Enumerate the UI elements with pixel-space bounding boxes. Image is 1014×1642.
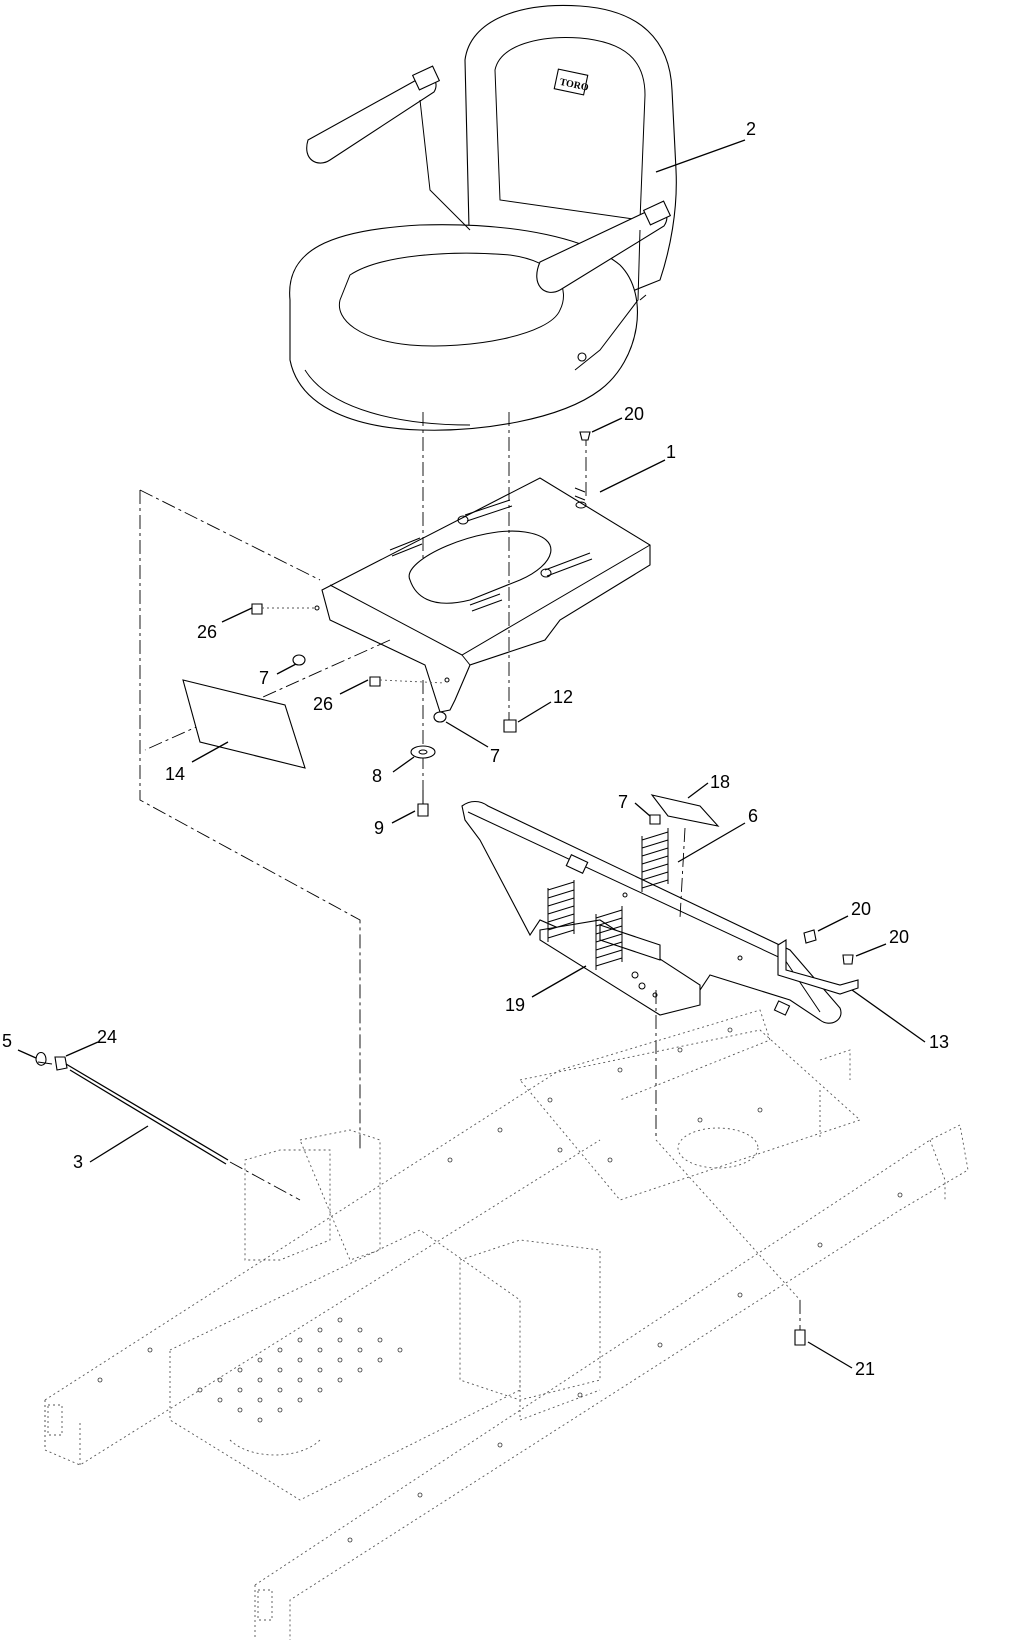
callout-19: 19 bbox=[505, 995, 525, 1015]
seat-mounting-plate bbox=[314, 477, 651, 713]
callout-13: 13 bbox=[929, 1032, 949, 1052]
callout-5: 5 bbox=[2, 1031, 12, 1051]
callout-20-right: 20 bbox=[889, 927, 909, 947]
callout-1: 1 bbox=[666, 442, 676, 462]
phantom-outline-plate bbox=[139, 489, 391, 1150]
callout-12: 12 bbox=[553, 687, 573, 707]
callout-18: 18 bbox=[710, 772, 730, 792]
leader-lines bbox=[17, 139, 926, 1369]
callout-8: 8 bbox=[372, 766, 382, 786]
callout-26-upper: 26 bbox=[197, 622, 217, 642]
seat-assembly-lines bbox=[422, 412, 587, 800]
callout-labels: 2 20 1 26 7 26 12 7 14 8 18 7 6 9 20 20 … bbox=[2, 119, 949, 1379]
seat: TORO bbox=[289, 4, 677, 431]
rod-assembly bbox=[35, 1051, 301, 1201]
callout-24: 24 bbox=[97, 1027, 117, 1047]
callout-21: 21 bbox=[855, 1359, 875, 1379]
callout-7-lower: 7 bbox=[490, 746, 500, 766]
suspension-assembly bbox=[461, 794, 859, 1140]
callout-7-upper: 7 bbox=[259, 668, 269, 688]
callout-3: 3 bbox=[73, 1152, 83, 1172]
callout-7-spring: 7 bbox=[618, 792, 628, 812]
fasteners bbox=[251, 431, 591, 817]
decal bbox=[182, 679, 306, 769]
callout-20-mid: 20 bbox=[851, 899, 871, 919]
callout-26-lower: 26 bbox=[313, 694, 333, 714]
callout-9: 9 bbox=[374, 818, 384, 838]
callout-20-top: 20 bbox=[624, 404, 644, 424]
callout-14: 14 bbox=[165, 764, 185, 784]
callout-2: 2 bbox=[746, 119, 756, 139]
mower-frame bbox=[44, 1009, 969, 1640]
callout-6: 6 bbox=[748, 806, 758, 826]
